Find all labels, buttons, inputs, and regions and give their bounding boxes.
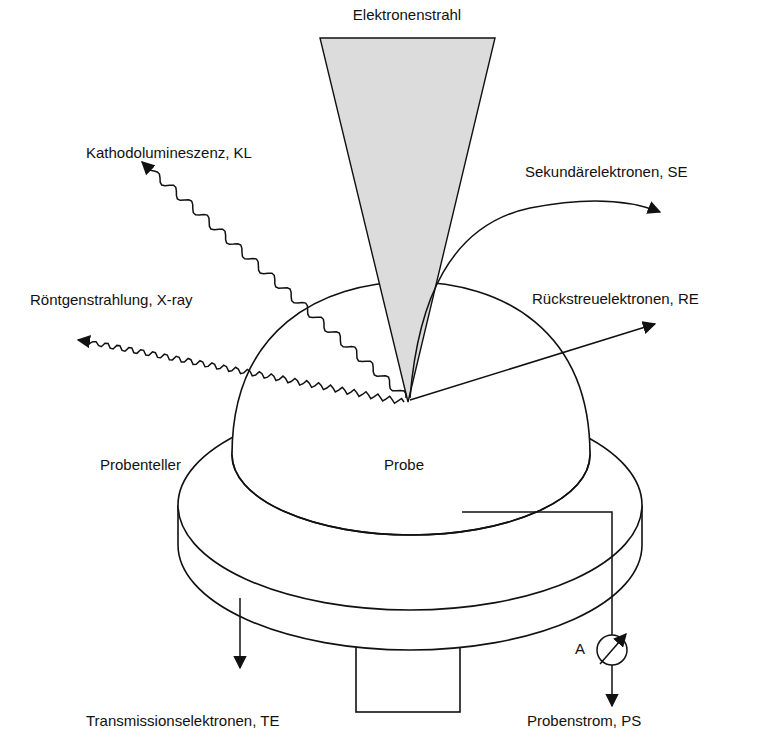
part-label: Probenteller	[100, 456, 181, 474]
signal-label: Transmissionselektronen, TE	[86, 712, 279, 730]
ammeter-needle	[600, 634, 626, 664]
signal-label: Kathodolumineszenz, KL	[86, 144, 252, 162]
current-arrow	[611, 665, 613, 706]
transmission-arrow	[239, 598, 241, 668]
signal-label: Rückstreuelektronen, RE	[532, 290, 699, 308]
backscatter-path	[410, 324, 655, 400]
symbol-label: A	[575, 640, 585, 658]
ammeter-symbol	[597, 635, 627, 665]
part-label: Probe	[384, 456, 424, 474]
signal-label: Röntgenstrahlung, X-ray	[30, 291, 193, 309]
sample-rim	[232, 455, 590, 535]
beam-label: Elektronenstrahl	[353, 6, 461, 24]
signal-label: Sekundärelektronen, SE	[525, 163, 688, 181]
signal-label: Probenstrom, PS	[527, 712, 641, 730]
plate-stem	[356, 640, 460, 712]
current-wire	[462, 512, 612, 635]
xray-wave	[78, 340, 404, 403]
